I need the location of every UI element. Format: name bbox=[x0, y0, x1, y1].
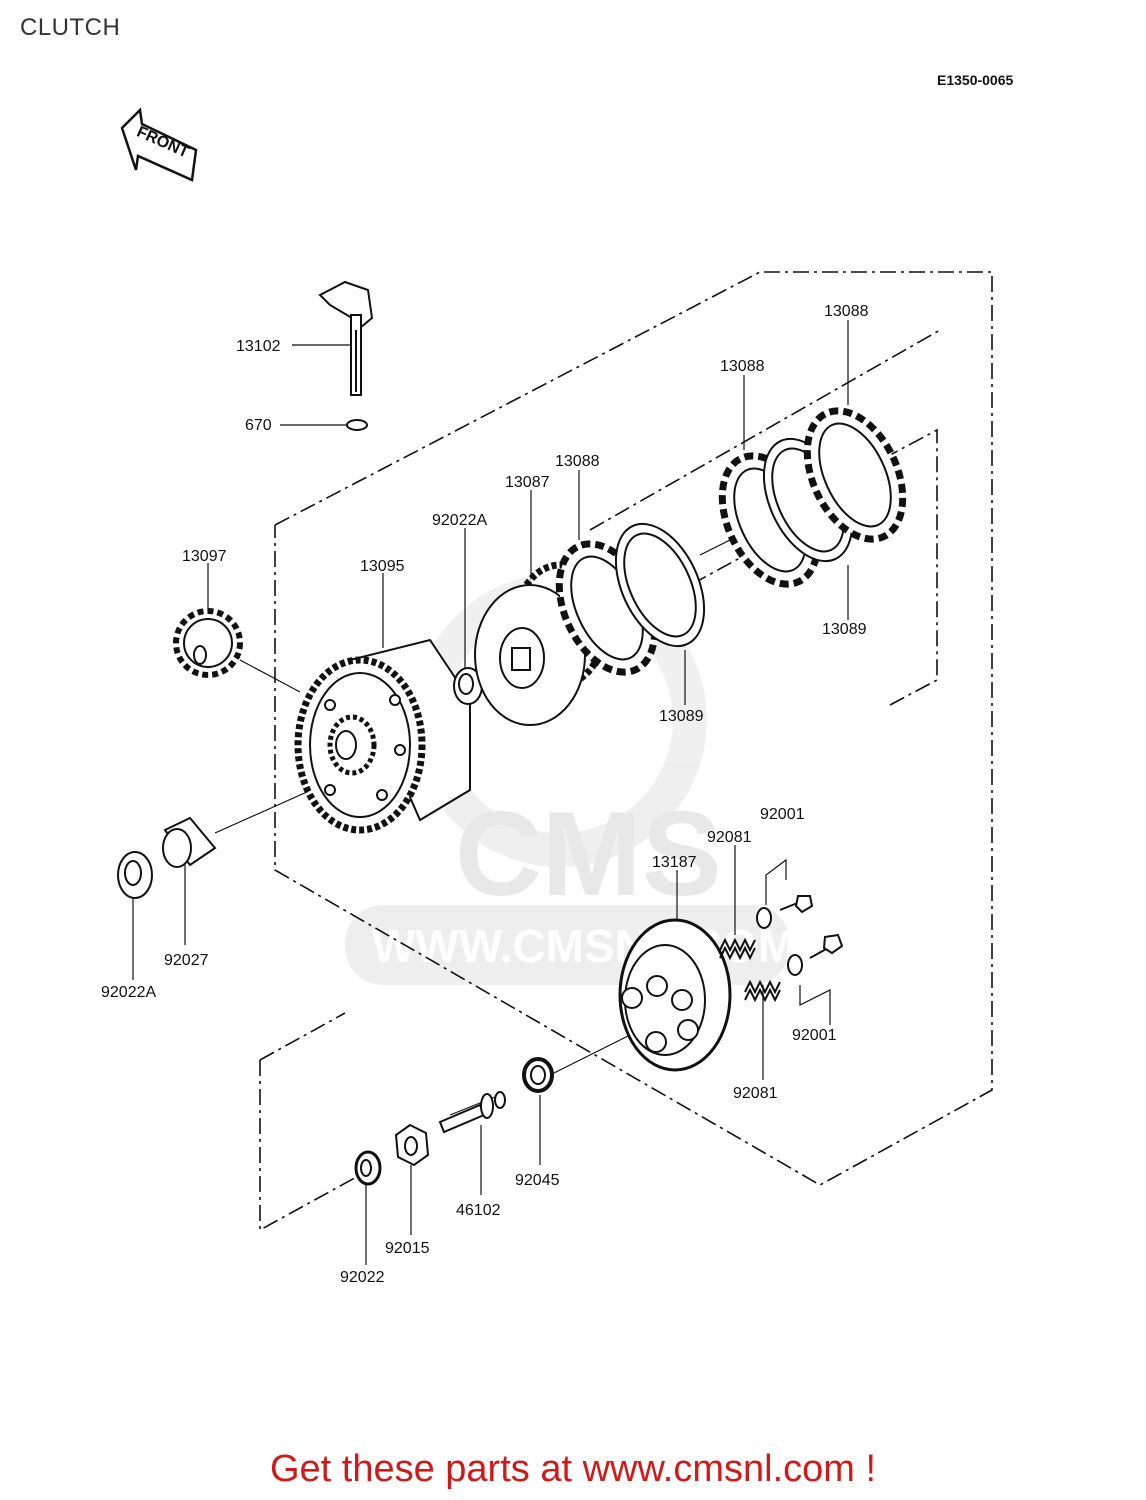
front-arrow-icon: FRONT bbox=[120, 107, 198, 182]
part-label-92001-b: 92001 bbox=[792, 1027, 837, 1044]
part-label-92022: 92022 bbox=[340, 1269, 385, 1286]
diagram-code: E1350-0065 bbox=[937, 72, 1014, 88]
part-labels: 13102 670 13088 13088 13088 13087 92022A… bbox=[101, 303, 869, 1286]
part-label-13097: 13097 bbox=[182, 548, 227, 565]
part-label-13088-b: 13088 bbox=[720, 358, 765, 375]
part-label-92045: 92045 bbox=[515, 1172, 560, 1189]
oring-670 bbox=[346, 419, 368, 431]
footer-link-container: Get these parts at www.cmsnl.com ! bbox=[0, 1448, 1146, 1491]
bolt-92001-a bbox=[756, 895, 814, 929]
part-label-13089-b: 13089 bbox=[659, 708, 704, 725]
washer-92022a-top bbox=[453, 667, 483, 705]
clutch-housing-13095 bbox=[294, 638, 471, 834]
sleeve-92027 bbox=[162, 816, 217, 868]
washer-92022a-bottom bbox=[117, 851, 153, 899]
release-lever-13102 bbox=[318, 280, 374, 396]
part-label-13089-a: 13089 bbox=[822, 621, 867, 638]
page-title: CLUTCH bbox=[20, 14, 121, 41]
part-label-92081-b: 92081 bbox=[733, 1085, 778, 1102]
nut-92015 bbox=[394, 1123, 430, 1167]
washer-92022 bbox=[354, 1150, 382, 1186]
part-label-13088-c: 13088 bbox=[555, 453, 600, 470]
bearing-92045 bbox=[522, 1057, 554, 1093]
spring-92081-b bbox=[744, 979, 781, 1003]
part-label-13088-a: 13088 bbox=[824, 303, 869, 320]
part-label-92022a-top: 92022A bbox=[432, 512, 487, 529]
part-label-670: 670 bbox=[245, 417, 272, 434]
pressure-plate-13187 bbox=[618, 918, 732, 1072]
pushrod-46102 bbox=[438, 1091, 506, 1134]
part-label-13087: 13087 bbox=[505, 474, 550, 491]
bolt-92001-b bbox=[787, 933, 844, 976]
cmsnl-footer-link[interactable]: Get these parts at www.cmsnl.com ! bbox=[269, 1448, 877, 1490]
leader-lines bbox=[132, 320, 849, 1265]
plate-stack bbox=[555, 407, 907, 676]
part-label-13187: 13187 bbox=[652, 854, 697, 871]
part-label-92001-a: 92001 bbox=[760, 806, 805, 823]
part-label-46102: 46102 bbox=[456, 1202, 501, 1219]
part-label-92015: 92015 bbox=[385, 1240, 430, 1257]
part-label-92081-a: 92081 bbox=[707, 829, 752, 846]
gear-13097 bbox=[173, 608, 243, 678]
part-label-92022a-bottom: 92022A bbox=[101, 984, 156, 1001]
part-label-92027: 92027 bbox=[164, 952, 209, 969]
part-label-13095: 13095 bbox=[360, 558, 405, 575]
part-label-13102: 13102 bbox=[236, 338, 281, 355]
spring-92081-a bbox=[719, 937, 756, 961]
